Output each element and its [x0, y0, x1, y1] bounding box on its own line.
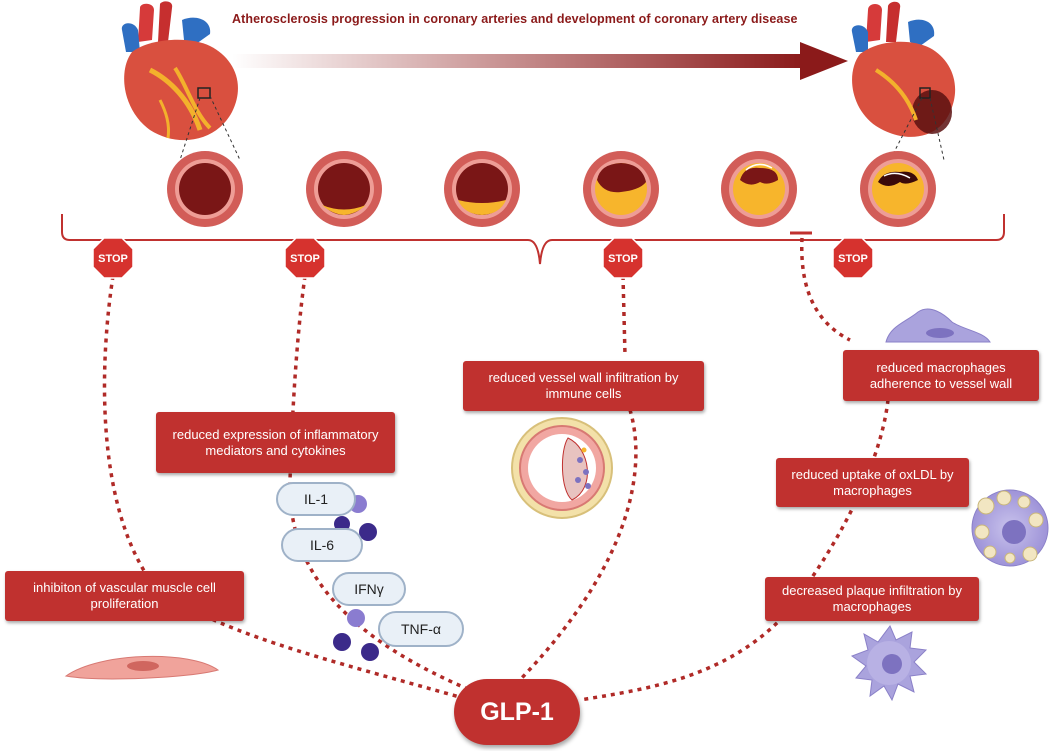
diagram-title: Atherosclerosis progression in coronary …: [232, 12, 798, 26]
progression-arrow: [232, 42, 848, 80]
box-inflammatory-mediators: reduced expression of inflammatory media…: [156, 412, 395, 473]
box-vessel-wall-infiltration: reduced vessel wall infiltration by immu…: [463, 361, 704, 411]
heart-right-icon: [851, 1, 956, 161]
connector-vessel-wall: [508, 275, 638, 692]
connector-plaque: [579, 399, 890, 702]
box-macrophage-adherence: reduced macrophages adherence to vessel …: [843, 350, 1039, 401]
stop-sign-icon-3: STOP: [602, 237, 644, 279]
vessel-stage-6: [860, 151, 936, 227]
vessel-stage-4: [583, 151, 659, 227]
vessel-stage-2: [306, 151, 382, 227]
stop-sign-icon-2: STOP: [284, 237, 326, 279]
vessel-stage-5: [721, 151, 797, 227]
vessel-stage-1: [167, 151, 243, 227]
svg-text:STOP: STOP: [608, 253, 638, 265]
stop-sign-icon-1: STOP: [92, 237, 134, 279]
cytokine-il6: IL-6: [281, 528, 363, 562]
box-vascular-muscle: inhibiton of vascular muscle cell prolif…: [5, 571, 244, 621]
heart-left-icon: [121, 1, 241, 161]
stop-sign-icon-4: STOP: [832, 237, 874, 279]
svg-text:STOP: STOP: [290, 253, 320, 265]
adherent-macrophage-icon: [885, 308, 991, 343]
cytokine-il1: IL-1: [276, 482, 356, 516]
foam-cell-icon: [971, 489, 1049, 567]
vessel-stage-3: [444, 151, 520, 227]
connector-inflammatory: [288, 275, 471, 692]
glp1-center: GLP-1: [454, 679, 580, 745]
cytokine-molecules: [333, 495, 379, 661]
cytokine-ifng: IFNγ: [332, 572, 406, 606]
vessel-infiltration-icon: [511, 417, 613, 519]
cytokine-tnfa: TNF-α: [378, 611, 464, 647]
svg-text:STOP: STOP: [838, 253, 868, 265]
box-oxldl-uptake: reduced uptake of oxLDL by macrophages: [776, 458, 969, 507]
box-plaque-infiltration: decreased plaque infiltration by macroph…: [765, 577, 979, 621]
stage-brace: [61, 214, 1005, 265]
svg-text:STOP: STOP: [98, 253, 128, 265]
smooth-muscle-cell-icon: [64, 655, 220, 680]
macrophage-icon: [850, 625, 928, 702]
